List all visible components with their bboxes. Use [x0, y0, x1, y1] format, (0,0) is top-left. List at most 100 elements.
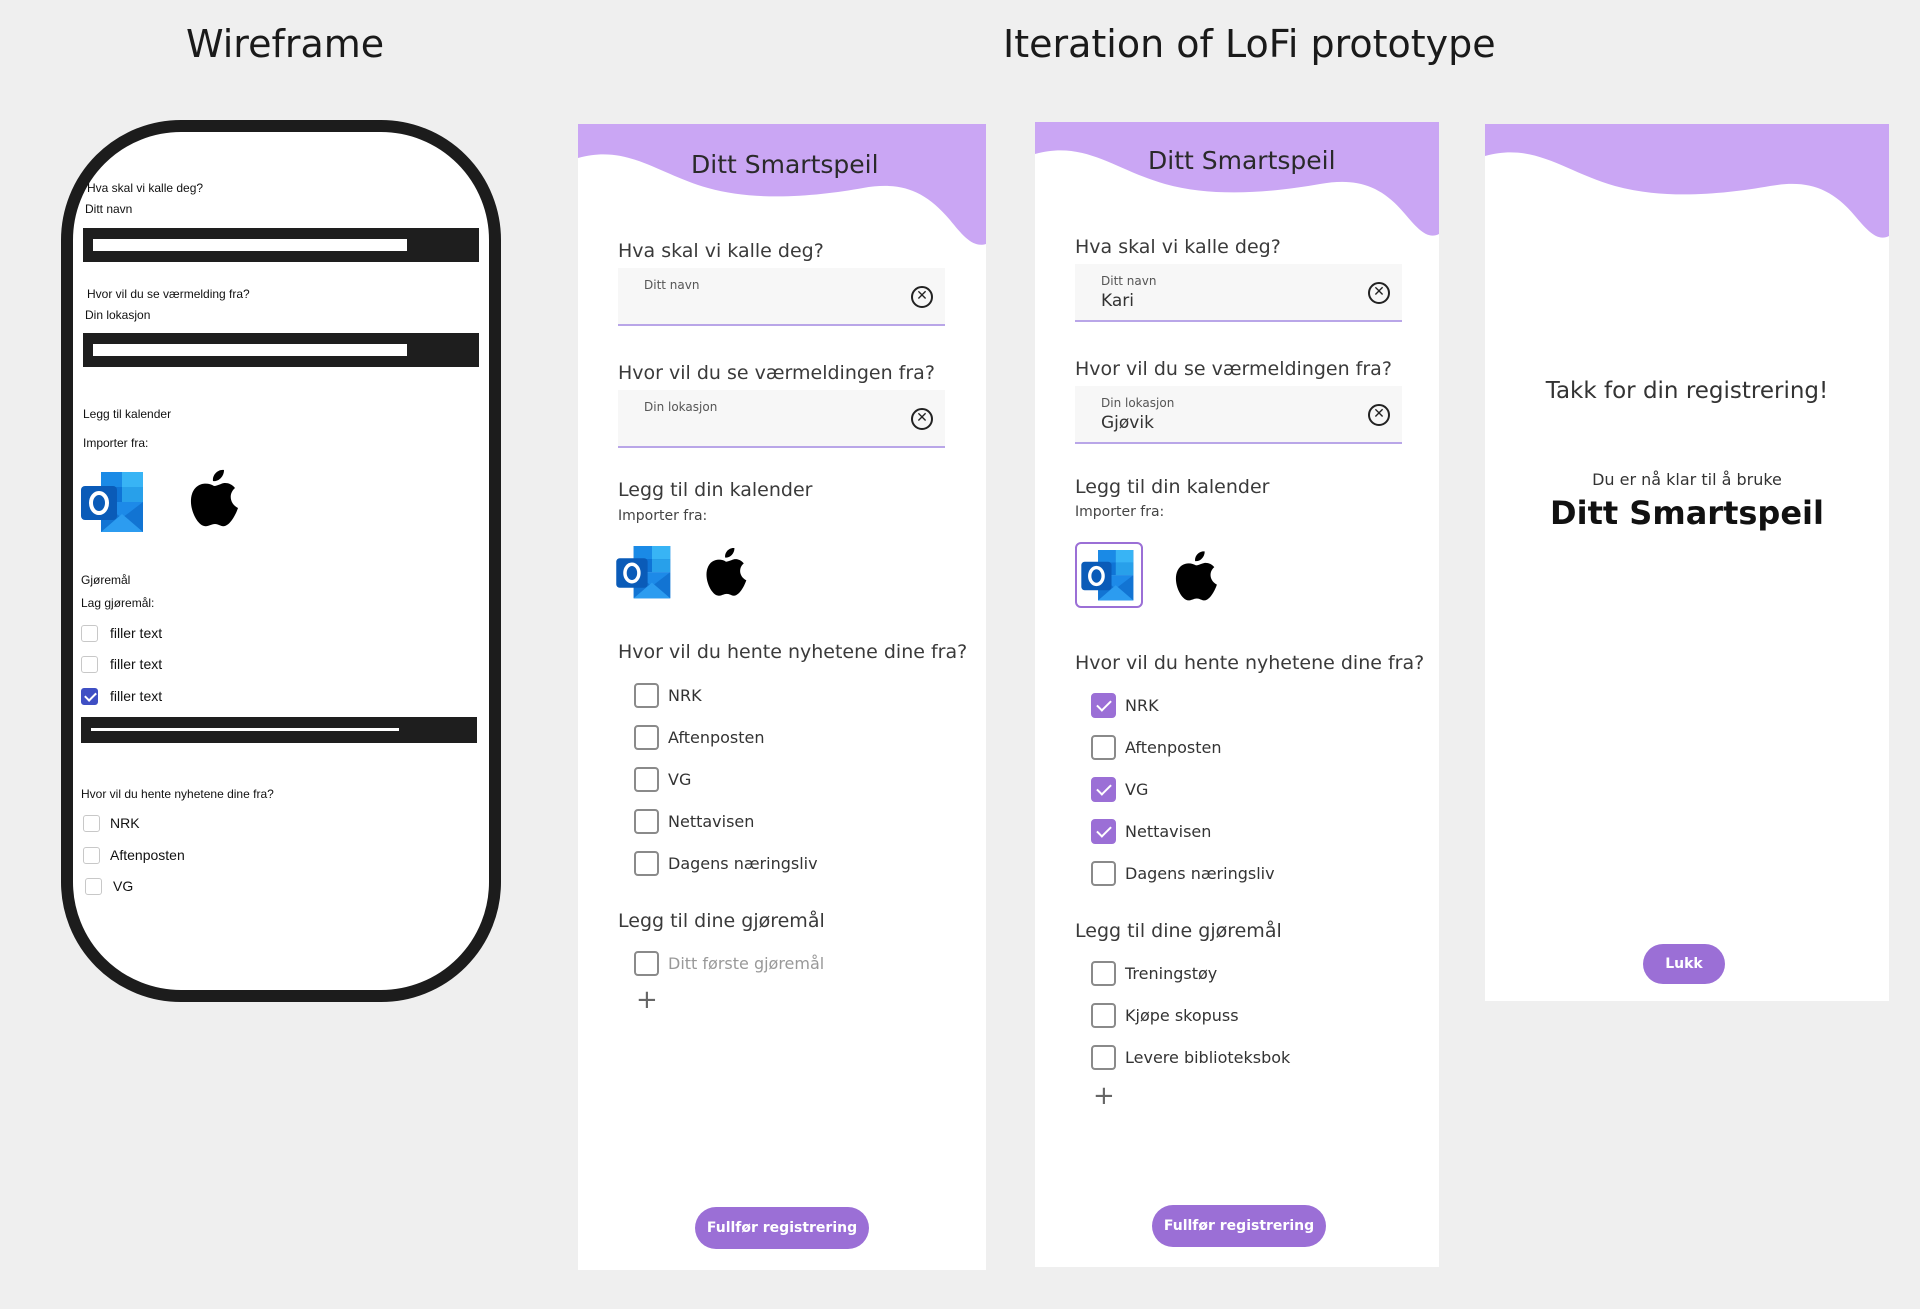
clear-icon[interactable]: ✕: [911, 408, 933, 430]
import-label: Importer fra:: [1075, 504, 1165, 520]
header-wave: [578, 124, 986, 245]
apple-icon[interactable]: [188, 466, 240, 528]
news-label: Nettavisen: [1125, 822, 1212, 841]
news-label: Dagens næringsliv: [1125, 864, 1275, 883]
name-input-label: Ditt navn: [644, 278, 700, 292]
wf-name-question: Hva skal vi kalle deg?: [87, 181, 204, 195]
news-label: NRK: [1125, 696, 1159, 715]
weather-question: Hvor vil du se værmeldingen fra?: [1075, 358, 1392, 380]
import-label: Importer fra:: [618, 508, 708, 524]
wf-todo-text: filler text: [110, 656, 163, 672]
wf-todo-checkbox[interactable]: [81, 656, 98, 673]
wf-todo-item[interactable]: [81, 625, 98, 646]
wf-todo-input[interactable]: [81, 717, 477, 743]
todo-checkbox[interactable]: [634, 951, 659, 976]
news-label: Aftenposten: [668, 728, 765, 747]
clear-icon[interactable]: ✕: [911, 286, 933, 308]
news-label: Nettavisen: [668, 812, 755, 831]
wf-todo-checkbox-checked[interactable]: [81, 688, 98, 705]
clear-icon[interactable]: ✕: [1368, 404, 1390, 426]
outlook-option-selected[interactable]: [1075, 542, 1143, 608]
name-question: Hva skal vi kalle deg?: [618, 240, 824, 262]
location-input-value: Gjøvik: [1101, 413, 1154, 433]
wf-news-question: Hvor vil du hente nyhetene dine fra?: [81, 787, 274, 801]
finish-registration-button[interactable]: Fullfør registrering: [1152, 1205, 1326, 1247]
finish-registration-button[interactable]: Fullfør registrering: [695, 1207, 869, 1249]
brand-name: Ditt Smartspeil: [1550, 494, 1824, 532]
name-input[interactable]: Ditt navn ✕: [618, 268, 945, 326]
wf-name-input[interactable]: [83, 228, 479, 262]
thanks-message: Takk for din registrering!: [1545, 378, 1829, 404]
calendar-question: Legg til din kalender: [618, 479, 813, 501]
wf-news-checkbox[interactable]: [83, 815, 100, 832]
news-checkbox[interactable]: [1091, 861, 1116, 886]
wf-news-item[interactable]: [83, 847, 100, 868]
todo-checkbox[interactable]: [1091, 1003, 1116, 1028]
outlook-icon: [1081, 550, 1134, 601]
news-label: VG: [668, 770, 692, 789]
news-checkbox[interactable]: [634, 767, 659, 792]
app-title: Ditt Smartspeil: [1148, 146, 1336, 175]
header-wave: [1485, 124, 1889, 238]
news-question: Hvor vil du hente nyhetene dine fra?: [618, 641, 968, 663]
news-checkbox[interactable]: [1091, 735, 1116, 760]
wf-news-item[interactable]: [83, 815, 100, 836]
prototype-screen-confirmation: Takk for din registrering! Du er nå klar…: [1485, 124, 1889, 1001]
todo-placeholder[interactable]: Ditt første gjøremål: [668, 954, 825, 973]
todo-question: Legg til dine gjøremål: [618, 910, 825, 932]
prototype-screen-empty: Ditt Smartspeil Hva skal vi kalle deg? D…: [578, 124, 986, 1270]
news-label: VG: [1125, 780, 1149, 799]
news-checkbox-checked[interactable]: [1091, 693, 1116, 718]
wf-todo-text: filler text: [110, 688, 163, 704]
wf-todo-label: Gjøremål: [81, 573, 131, 587]
news-label: Aftenposten: [1125, 738, 1222, 757]
todo-label: Kjøpe skopuss: [1125, 1006, 1239, 1025]
outlook-icon[interactable]: [81, 472, 147, 534]
wf-news-checkbox[interactable]: [83, 847, 100, 864]
todo-label: Levere biblioteksbok: [1125, 1048, 1291, 1067]
wf-location-input[interactable]: [83, 333, 479, 367]
wireframe-phone: Hva skal vi kalle deg? Ditt navn Hvor vi…: [61, 120, 501, 1002]
iteration-heading: Iteration of LoFi prototype: [1003, 22, 1496, 66]
location-input-label: Din lokasjon: [1101, 396, 1175, 410]
wf-news-text: VG: [113, 878, 134, 894]
news-question: Hvor vil du hente nyhetene dine fra?: [1075, 652, 1425, 674]
news-checkbox[interactable]: [634, 851, 659, 876]
add-todo-icon[interactable]: +: [1093, 1081, 1115, 1111]
news-checkbox[interactable]: [634, 809, 659, 834]
todo-checkbox[interactable]: [1091, 961, 1116, 986]
wf-news-checkbox[interactable]: [85, 878, 102, 895]
wf-import-label: Importer fra:: [83, 436, 149, 450]
prototype-screen-filled: Ditt Smartspeil Hva skal vi kalle deg? D…: [1035, 122, 1439, 1267]
clear-icon[interactable]: ✕: [1368, 282, 1390, 304]
wf-name-label: Ditt navn: [85, 202, 133, 216]
news-checkbox[interactable]: [634, 725, 659, 750]
wf-todo-checkbox[interactable]: [81, 625, 98, 642]
wf-location-label: Din lokasjon: [85, 308, 151, 322]
news-checkbox[interactable]: [634, 683, 659, 708]
wf-weather-question: Hvor vil du se værmelding fra?: [87, 287, 250, 301]
name-question: Hva skal vi kalle deg?: [1075, 236, 1281, 258]
news-checkbox-checked[interactable]: [1091, 819, 1116, 844]
apple-icon[interactable]: [1173, 548, 1219, 602]
name-input[interactable]: Ditt navn Kari ✕: [1075, 264, 1402, 322]
name-input-value: Kari: [1101, 291, 1134, 311]
wf-todo-item[interactable]: [81, 656, 98, 677]
wf-news-item[interactable]: [85, 878, 102, 899]
location-input-label: Din lokasjon: [644, 400, 718, 414]
wf-todo-item[interactable]: [81, 688, 98, 709]
apple-icon[interactable]: [704, 544, 748, 598]
add-todo-icon[interactable]: +: [636, 985, 658, 1015]
wf-calendar-label: Legg til kalender: [83, 407, 172, 421]
location-input[interactable]: Din lokasjon ✕: [618, 390, 945, 448]
calendar-question: Legg til din kalender: [1075, 476, 1270, 498]
wireframe-heading: Wireframe: [186, 22, 385, 66]
ready-message: Du er nå klar til å bruke: [1592, 470, 1782, 489]
wf-todo-text: filler text: [110, 625, 163, 641]
news-checkbox-checked[interactable]: [1091, 777, 1116, 802]
outlook-icon[interactable]: [616, 546, 674, 600]
location-input[interactable]: Din lokasjon Gjøvik ✕: [1075, 386, 1402, 444]
close-button[interactable]: Lukk: [1643, 944, 1725, 984]
todo-checkbox[interactable]: [1091, 1045, 1116, 1070]
wf-todo-make-label: Lag gjøremål:: [81, 596, 155, 610]
